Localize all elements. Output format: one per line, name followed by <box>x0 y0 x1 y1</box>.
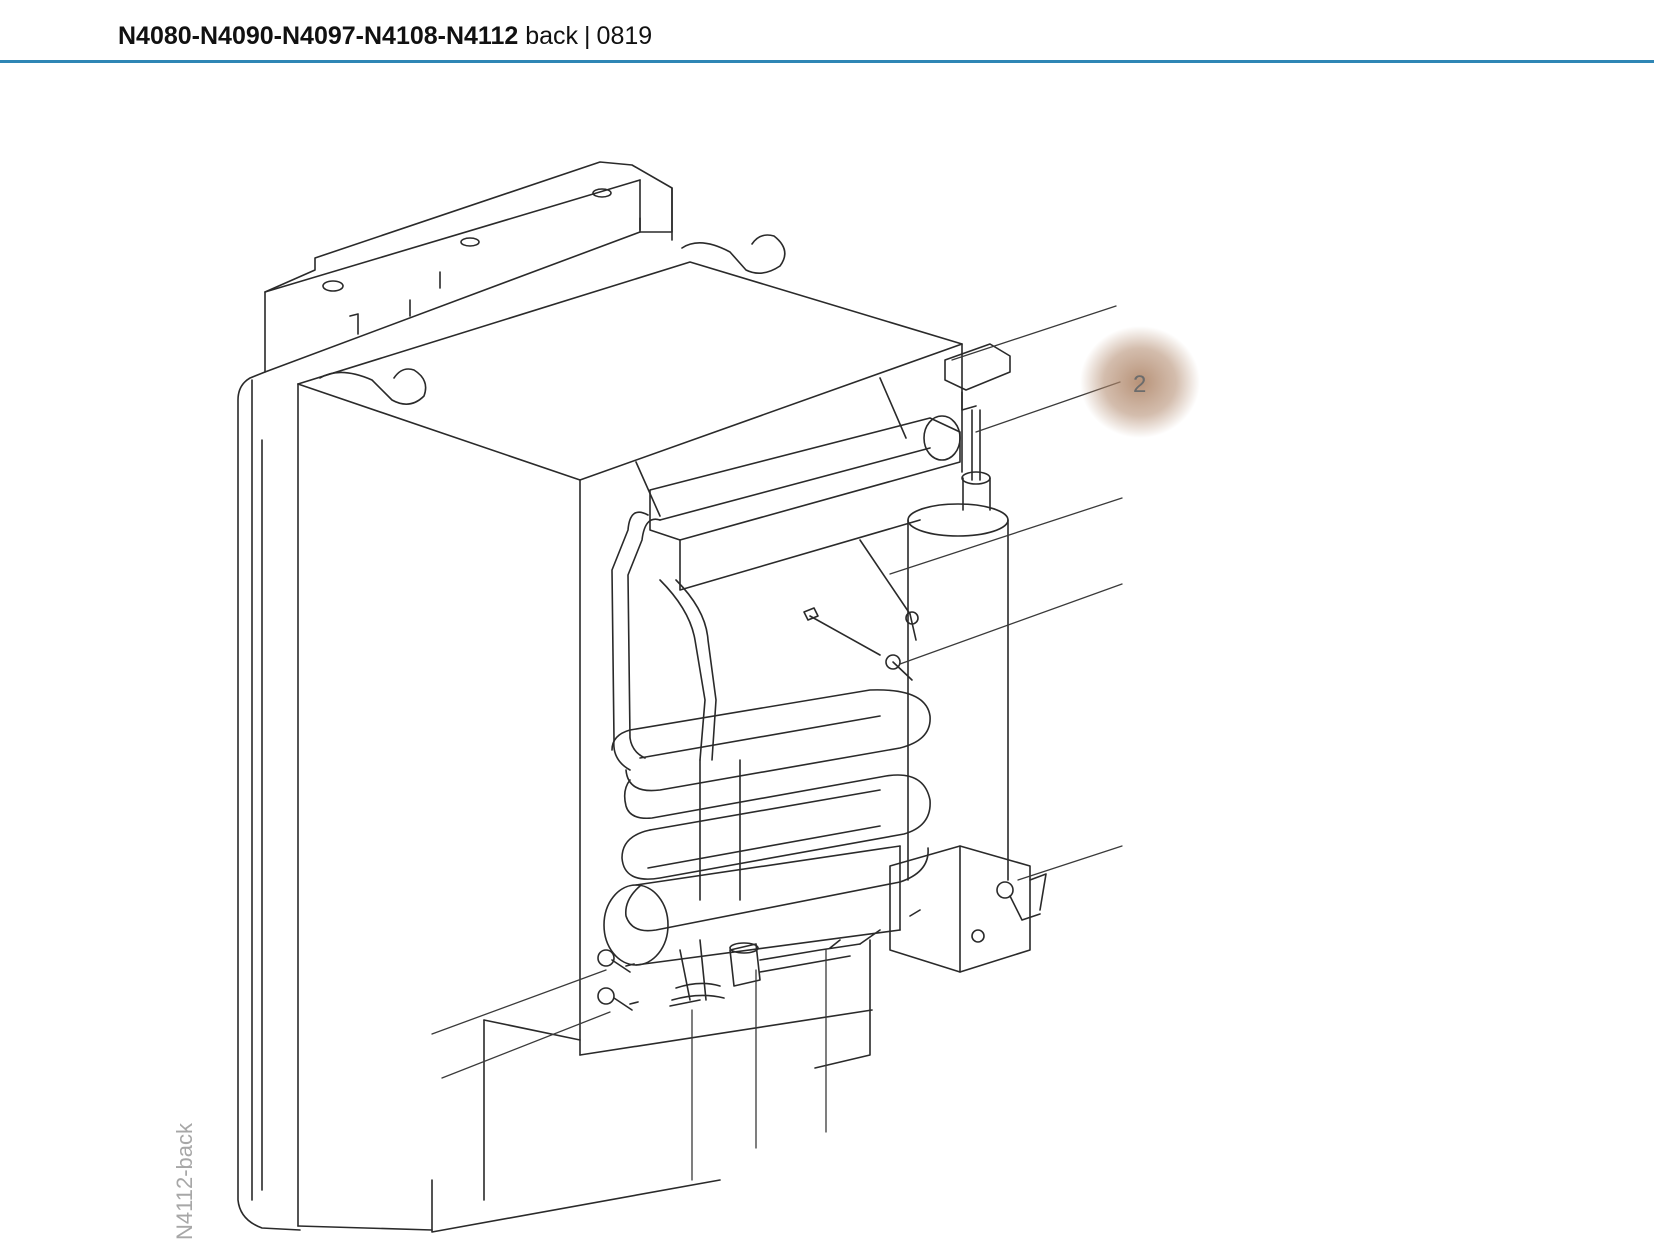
header-rule <box>0 60 1654 63</box>
model-numbers: N4080-N4090-N4097-N4108-N4112 <box>118 22 519 50</box>
callout-highlight <box>1080 326 1200 438</box>
boiler-cylinder <box>907 409 1009 881</box>
cabinet-box <box>297 261 963 1233</box>
door-frame <box>237 371 301 1231</box>
leader-lines <box>431 305 1123 1181</box>
gas-valve <box>669 939 861 1007</box>
top-frame <box>264 161 673 373</box>
left-tubing <box>611 511 717 771</box>
reservoir-cylinder <box>603 845 901 966</box>
thermostat-capillary <box>803 539 919 681</box>
header-separator: | <box>584 22 591 50</box>
absorber-coil <box>611 689 931 932</box>
electrical-connectors <box>597 949 639 1011</box>
condenser-bar <box>635 377 961 591</box>
gas-burner-unit <box>829 845 1047 973</box>
hinge-clips <box>319 234 786 405</box>
document-header: N4080-N4090-N4097-N4108-N4112 back|0819 <box>118 22 652 62</box>
view-name: back <box>525 22 579 50</box>
callout-2: 2 <box>1133 371 1146 398</box>
top-bracket <box>944 343 1011 411</box>
document-code: 0819 <box>596 22 653 50</box>
figure-label: N4112-back <box>172 1123 197 1240</box>
